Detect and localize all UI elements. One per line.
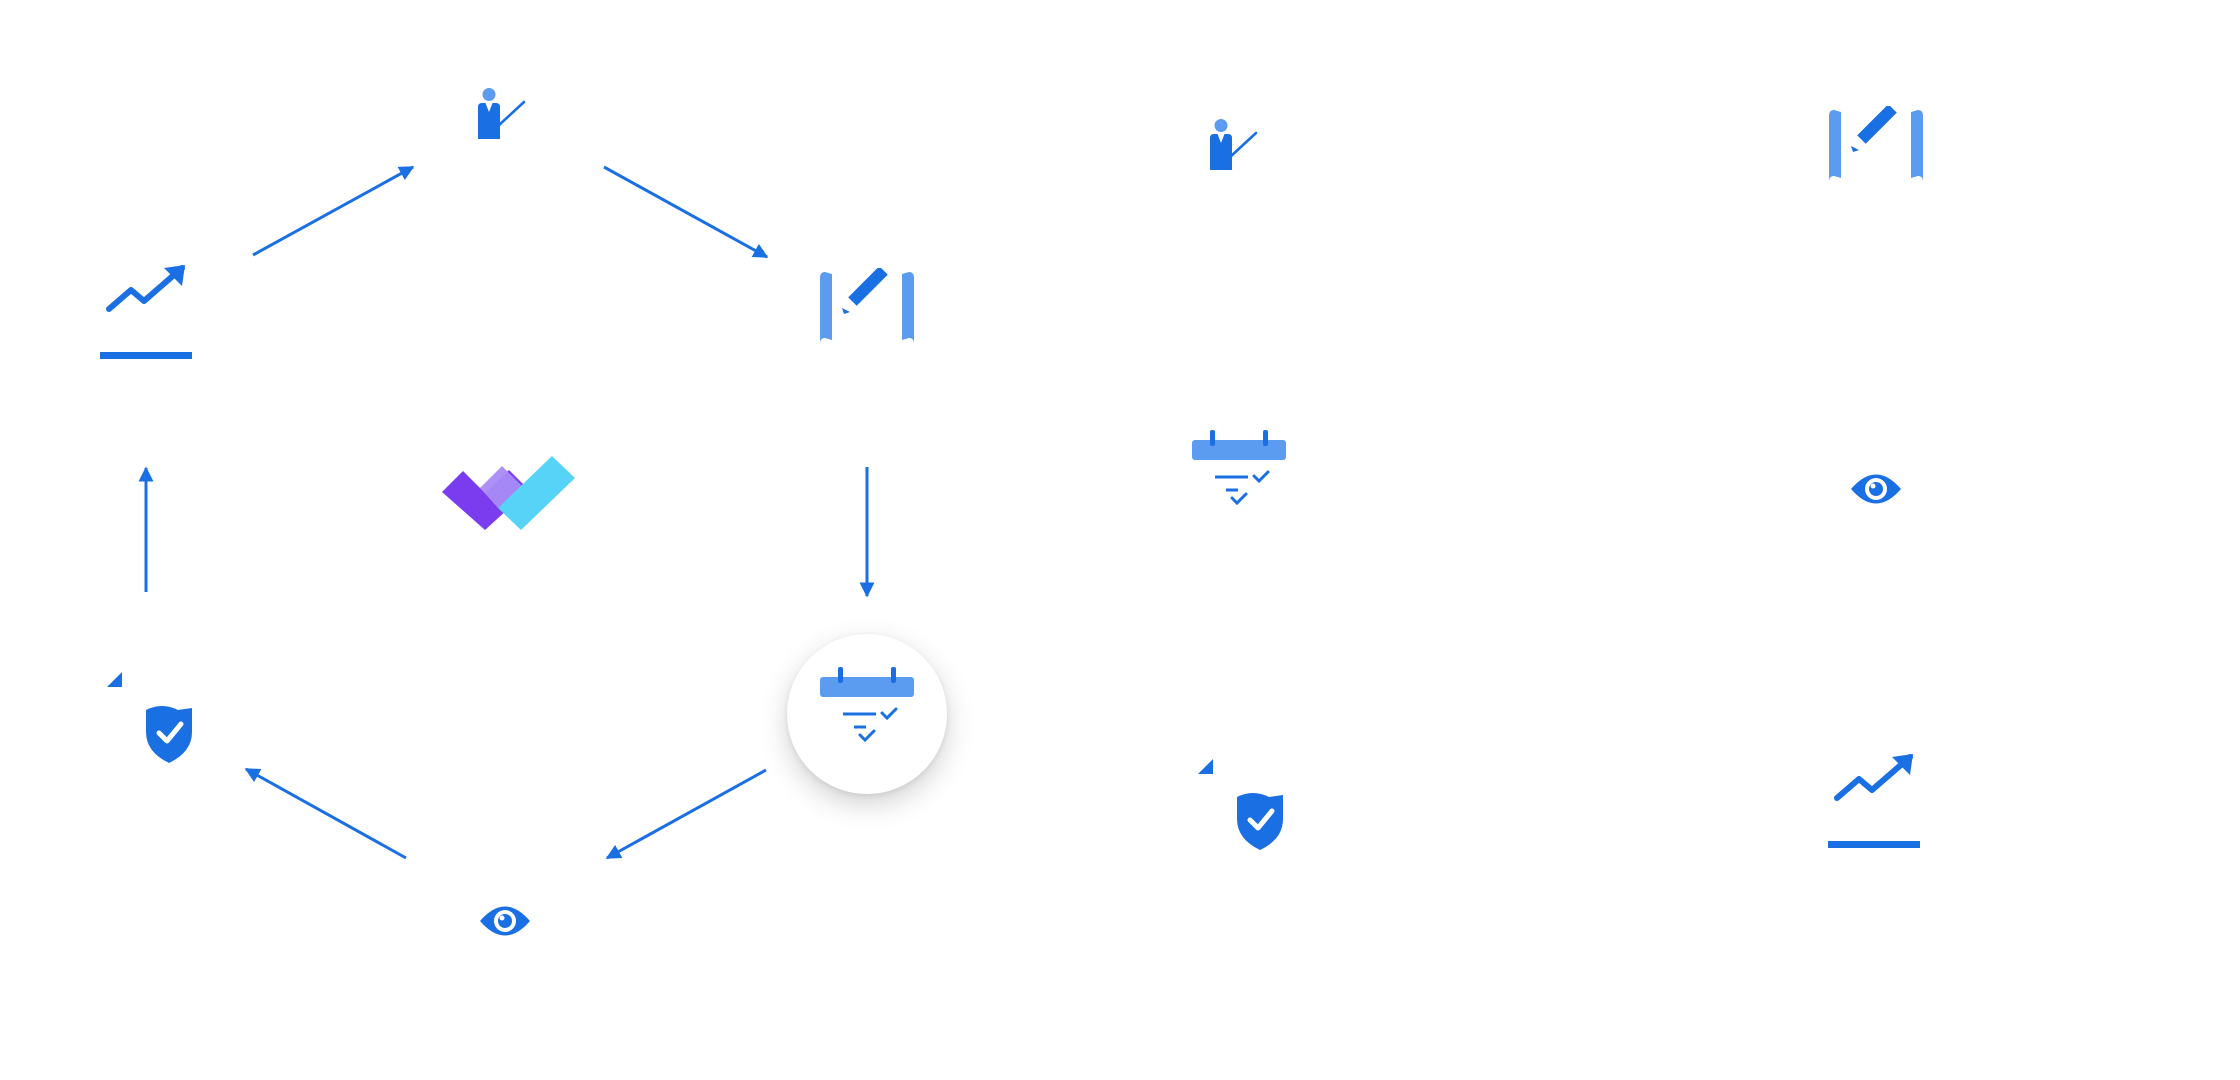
arrow-calendar-to-eye <box>605 768 767 860</box>
trending-up-icon <box>1826 753 1922 853</box>
arrow-presentation-to-notebook <box>603 165 769 259</box>
notebook-edit-icon <box>1827 106 1925 186</box>
arrow-eye-to-shield <box>244 767 407 860</box>
arrow-trend-to-presentation <box>252 165 415 257</box>
calendar-filter-icon <box>1190 430 1288 514</box>
checkmark-logo <box>440 448 578 530</box>
presentation-icon <box>1202 117 1262 177</box>
presentation-icon <box>470 86 530 146</box>
trending-up-icon <box>98 264 194 364</box>
calendar-filter-icon <box>818 667 916 751</box>
eye-icon <box>1849 468 1903 510</box>
shield-check-icon <box>104 668 194 768</box>
shield-check-icon <box>1195 755 1285 855</box>
notebook-edit-icon <box>818 268 916 348</box>
eye-icon <box>478 900 532 942</box>
